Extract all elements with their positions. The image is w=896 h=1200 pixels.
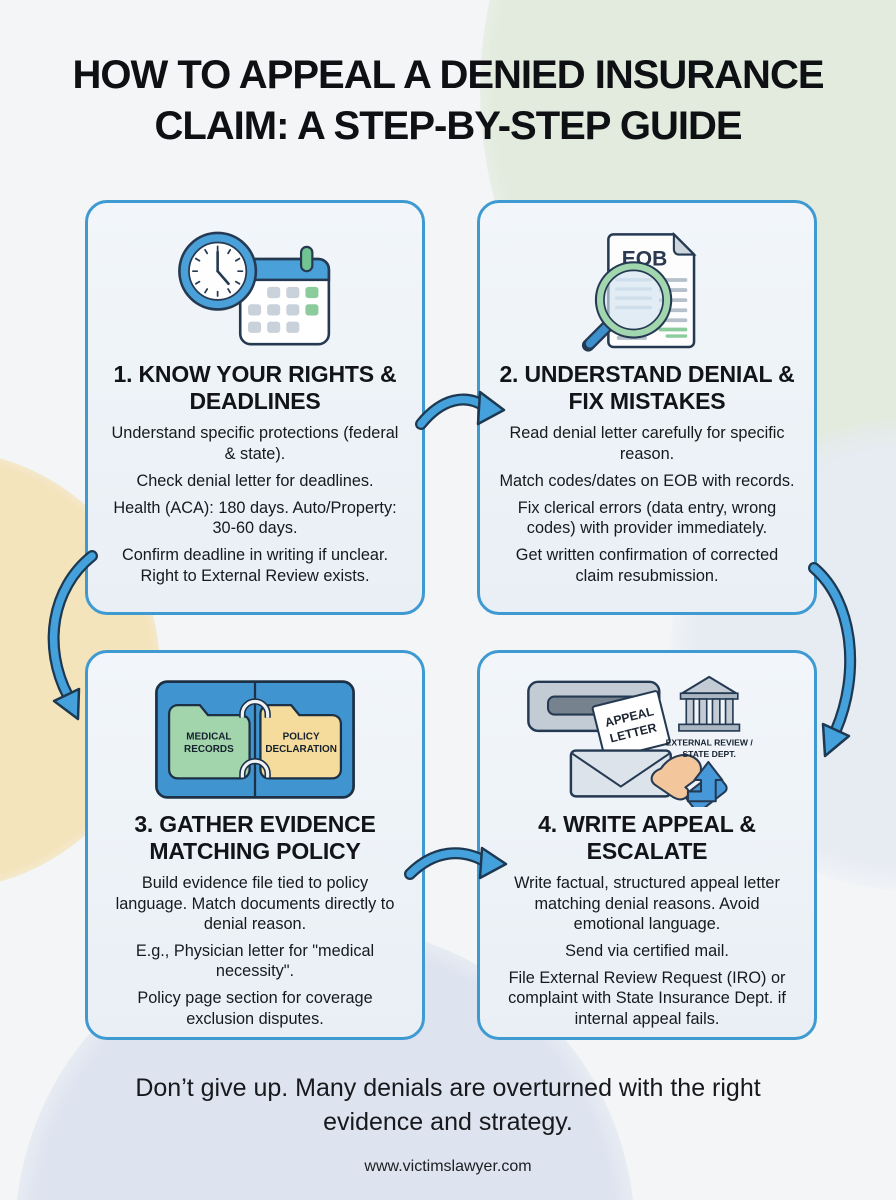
escalate-up-arrow-icon bbox=[686, 760, 724, 802]
step-3-icon-wrap: MEDICAL RECORDS POLICY DECLARATION bbox=[151, 675, 359, 803]
step-1-text-4: Confirm deadline in writing if unclear. … bbox=[121, 546, 389, 585]
step-card-1: 1. KNOW YOUR RIGHTS & DEADLINES Understa… bbox=[85, 200, 425, 615]
footer-message: Don’t give up. Many denials are overturn… bbox=[135, 1074, 761, 1136]
step-3-title: 3. GATHER EVIDENCE MATCHING POLICY bbox=[134, 811, 376, 864]
step-4-text-3: File External Review Request (IRO) or co… bbox=[508, 969, 786, 1028]
page-title: HOW TO APPEAL A DENIED INSURANCE CLAIM: … bbox=[72, 53, 824, 149]
eob-magnifier-icon: EOB bbox=[581, 231, 697, 352]
step-4-icon-wrap: APPEAL LETTER bbox=[520, 675, 774, 807]
external-review-label-line2: STATE DEPT. bbox=[682, 749, 736, 759]
step-2-text-1: Read denial letter carefully for specifi… bbox=[509, 424, 785, 463]
step-card-2: EOB 2. U bbox=[477, 200, 817, 615]
step-1-text-1: Understand specific protections (federal… bbox=[111, 424, 399, 463]
step-4-title: 4. WRITE APPEAL & ESCALATE bbox=[538, 811, 756, 864]
step-2-text-4: Get written confirmation of corrected cl… bbox=[515, 546, 779, 585]
external-review-label-line1: EXTERNAL REVIEW / bbox=[666, 737, 754, 747]
folder-right-label-line2: DECLARATION bbox=[265, 744, 337, 755]
step-card-4: APPEAL LETTER bbox=[477, 650, 817, 1040]
step-4-text-1: Write factual, structured appeal letter … bbox=[514, 874, 780, 933]
folder-left-label-line1: MEDICAL bbox=[186, 731, 231, 742]
folder-left-label-line2: RECORDS bbox=[184, 744, 234, 755]
appeal-letter-paper: APPEAL LETTER bbox=[591, 689, 671, 760]
step-2-icon-wrap: EOB bbox=[571, 225, 723, 353]
step-3-text-2: E.g., Physician letter for "medical nece… bbox=[135, 941, 375, 981]
step-1-text-2: Check denial letter for deadlines. bbox=[136, 471, 374, 490]
clock-calendar-icon bbox=[178, 231, 331, 346]
step-card-3: MEDICAL RECORDS POLICY DECLARATION 3. GA… bbox=[85, 650, 425, 1040]
folder-right-label-line1: POLICY bbox=[283, 731, 320, 742]
arrow-step1-to-step2-icon bbox=[415, 390, 506, 430]
step-3-text-1: Build evidence file tied to policy langu… bbox=[115, 874, 395, 933]
appeal-mail-escalate-icon: APPEAL LETTER bbox=[527, 675, 754, 807]
arrow-step3-to-step4-icon bbox=[404, 846, 508, 880]
step-1-icon-wrap bbox=[172, 225, 338, 353]
step-2-text-3: Fix clerical errors (data entry, wrong c… bbox=[517, 498, 777, 538]
step-4-text-2: Send via certified mail. bbox=[565, 941, 729, 960]
step-1-title: 1. KNOW YOUR RIGHTS & DEADLINES bbox=[113, 361, 397, 414]
step-1-text-3: Health (ACA): 180 days. Auto/Property: 3… bbox=[113, 498, 397, 538]
arrow-step1-to-step3-icon bbox=[47, 550, 98, 721]
arrow-step2-to-step4-icon bbox=[808, 562, 857, 758]
step-2-title: 2. UNDERSTAND DENIAL & FIX MISTAKES bbox=[499, 361, 795, 414]
government-building-icon bbox=[678, 675, 741, 732]
evidence-binder-icon: MEDICAL RECORDS POLICY DECLARATION bbox=[155, 679, 355, 799]
website-url: www.victimslawyer.com bbox=[364, 1158, 532, 1175]
step-3-text-3: Policy page section for coverage exclusi… bbox=[137, 989, 373, 1028]
step-2-text-2: Match codes/dates on EOB with records. bbox=[499, 471, 795, 490]
